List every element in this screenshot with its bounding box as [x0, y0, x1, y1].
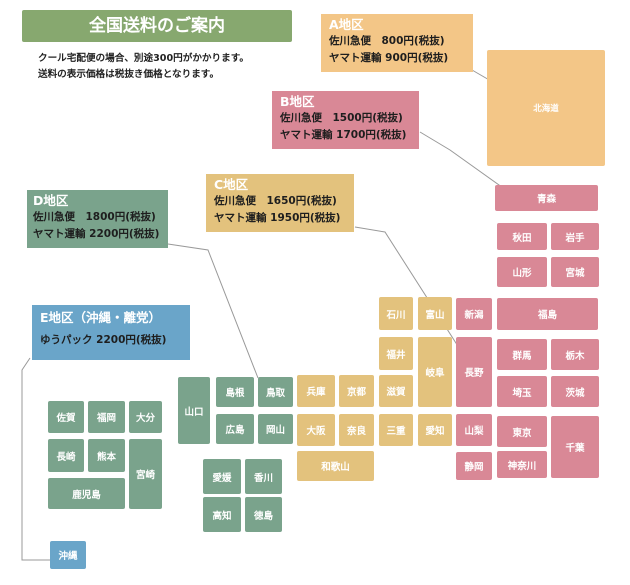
- region-c-title: C地区: [214, 177, 249, 192]
- pref-okayama: 岡山: [258, 414, 293, 444]
- pref-nagasaki: 長崎: [48, 439, 84, 472]
- pref-saga: 佐賀: [48, 401, 84, 433]
- region-d-sagawa: 佐川急便 1800円(税抜): [33, 211, 156, 223]
- pref-gunma: 群馬: [497, 339, 547, 370]
- pref-tokushima: 徳島: [245, 497, 282, 532]
- region-d-yamato: ヤマト運輸 2200円(税抜): [33, 228, 160, 240]
- pref-shiga: 滋賀: [379, 375, 413, 407]
- pref-shimane: 島根: [216, 377, 254, 407]
- page-title: 全国送料のご案内: [22, 10, 292, 42]
- pref-akita: 秋田: [497, 223, 547, 250]
- pref-osaka: 大阪: [297, 414, 335, 446]
- pref-chiba: 千葉: [551, 416, 599, 478]
- pref-gifu: 岐阜: [418, 337, 452, 407]
- pref-yamanashi: 山梨: [456, 414, 492, 446]
- region-a-yamato: ヤマト運輸 900円(税抜): [329, 52, 449, 64]
- pref-mie: 三重: [379, 414, 413, 446]
- shipping-notes: クール宅配便の場合、別途300円がかかります。 送料の表示価格は税抜き価格となり…: [38, 51, 249, 83]
- pref-fukushima: 福島: [497, 298, 598, 330]
- pref-yamaguchi: 山口: [178, 377, 210, 444]
- pref-saitama: 埼玉: [497, 376, 547, 407]
- pref-okinawa: 沖縄: [50, 541, 86, 569]
- pref-ibaraki: 茨城: [551, 376, 599, 407]
- region-a-box: A地区 佐川急便 800円(税抜) ヤマト運輸 900円(税抜): [321, 14, 473, 72]
- region-e-yupack: ゆうパック 2200円(税抜): [40, 334, 167, 346]
- region-a-sagawa: 佐川急便 800円(税抜): [329, 35, 445, 47]
- pref-yamagata: 山形: [497, 257, 547, 287]
- pref-toyama: 富山: [418, 297, 452, 330]
- note-tax: 送料の表示価格は税抜き価格となります。: [38, 69, 220, 80]
- pref-shizuoka: 静岡: [456, 452, 492, 480]
- pref-kagawa: 香川: [245, 459, 282, 494]
- pref-kanagawa: 神奈川: [497, 451, 547, 478]
- region-b-yamato: ヤマト運輸 1700円(税抜): [280, 129, 407, 141]
- pref-nagano: 長野: [456, 337, 492, 407]
- region-d-box: D地区 佐川急便 1800円(税抜) ヤマト運輸 2200円(税抜): [27, 190, 168, 248]
- pref-kumamoto: 熊本: [88, 439, 125, 472]
- pref-wakayama: 和歌山: [297, 451, 374, 481]
- pref-iwate: 岩手: [551, 223, 599, 250]
- pref-oita: 大分: [129, 401, 162, 433]
- pref-fukui: 福井: [379, 337, 413, 370]
- region-c-box: C地区 佐川急便 1650円(税抜) ヤマト運輸 1950円(税抜): [206, 174, 354, 232]
- pref-niigata: 新潟: [456, 298, 492, 330]
- pref-aomori: 青森: [495, 185, 598, 211]
- pref-ehime: 愛媛: [203, 459, 241, 494]
- pref-kagoshima: 鹿児島: [48, 478, 125, 509]
- pref-hyogo: 兵庫: [297, 375, 335, 407]
- pref-miyazaki: 宮崎: [129, 439, 162, 509]
- region-d-title: D地区: [33, 193, 69, 208]
- pref-kyoto: 京都: [339, 375, 374, 407]
- pref-ishikawa: 石川: [379, 297, 413, 330]
- pref-fukuoka: 福岡: [88, 401, 125, 433]
- region-b-box: B地区 佐川急便 1500円(税抜) ヤマト運輸 1700円(税抜): [272, 91, 419, 149]
- region-e-box: E地区（沖縄・離党） ゆうパック 2200円(税抜): [32, 305, 190, 360]
- pref-nara: 奈良: [339, 414, 374, 446]
- region-b-sagawa: 佐川急便 1500円(税抜): [280, 112, 403, 124]
- region-b-title: B地区: [280, 94, 315, 109]
- pref-tokyo: 東京: [497, 416, 547, 447]
- pref-kochi: 高知: [203, 497, 241, 532]
- pref-tottori: 鳥取: [258, 377, 293, 407]
- region-c-sagawa: 佐川急便 1650円(税抜): [214, 195, 337, 207]
- pref-miyagi: 宮城: [551, 257, 599, 287]
- pref-hiroshima: 広島: [216, 414, 254, 444]
- region-e-title: E地区（沖縄・離党）: [40, 310, 162, 325]
- region-c-yamato: ヤマト運輸 1950円(税抜): [214, 212, 341, 224]
- pref-tochigi: 栃木: [551, 339, 599, 370]
- note-cool: クール宅配便の場合、別途300円がかかります。: [38, 53, 249, 64]
- region-a-title: A地区: [329, 17, 364, 32]
- pref-aichi: 愛知: [418, 414, 452, 446]
- pref-hokkaido: 北海道: [487, 50, 605, 166]
